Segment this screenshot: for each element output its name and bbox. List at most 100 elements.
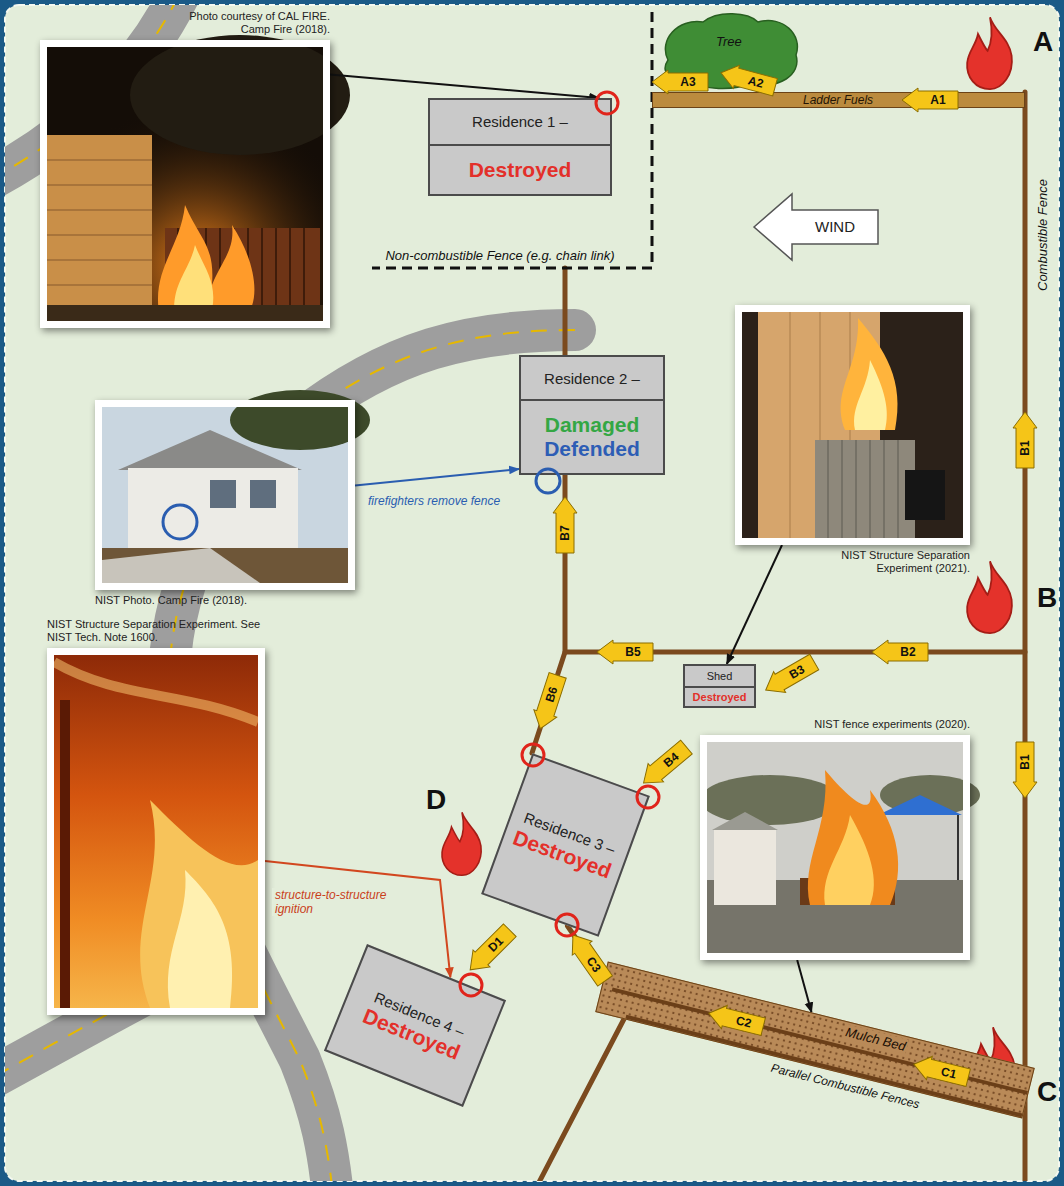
fire-origin-letter: D: [426, 784, 446, 816]
flame-icon: [442, 812, 481, 875]
roof: [118, 430, 302, 470]
spread-arrow: B5: [596, 639, 654, 665]
callout-number: B5: [613, 643, 653, 661]
noncombustible-fence: [372, 12, 652, 268]
connector: [330, 75, 599, 98]
ground: [47, 305, 323, 321]
residence-box: Residence 2 –DamagedDefended: [519, 355, 665, 475]
spread-arrow-outline: [872, 640, 928, 664]
instrument: [905, 470, 945, 520]
status-group: DamagedDefended: [521, 401, 663, 473]
wind-label: WIND: [792, 210, 878, 244]
spread-arrow: B1: [1012, 741, 1038, 799]
ground: [102, 548, 348, 583]
spread-arrow: B7: [552, 496, 578, 554]
connector: [355, 469, 519, 486]
photo-defended-house: [102, 390, 370, 583]
spread-arrow-outline: [462, 922, 519, 979]
connector: [265, 861, 450, 977]
sky: [707, 742, 963, 953]
flames: [854, 360, 887, 430]
flame-icon: [967, 17, 1012, 89]
roads: [5, 5, 1025, 1181]
spread-arrow: B2: [871, 639, 929, 665]
spread-arrow-outline: [718, 61, 778, 99]
ladder-fuel-band: Ladder Fuels: [652, 92, 1025, 108]
spread-arrow: A1: [901, 87, 959, 113]
status-group: Destroyed: [685, 688, 754, 706]
photo-fence-test: [700, 742, 980, 953]
wind-arrow-outline: [754, 194, 878, 260]
spread-arrow-outline: [597, 640, 653, 664]
photo-frame: NIST fence experiments (2020).: [700, 735, 970, 960]
fire-origin-letter: B: [1037, 582, 1057, 614]
flames: [841, 318, 898, 430]
residence-name: Shed: [685, 666, 754, 688]
fire: [54, 655, 258, 1008]
shed: [815, 440, 915, 538]
status-text: Destroyed: [463, 158, 578, 182]
door-frame: [60, 700, 70, 1008]
spread-arrow-outline: [760, 652, 820, 701]
residence-box: Residence 1 – Destroyed: [428, 98, 612, 196]
shed-box: ShedDestroyed: [683, 664, 756, 708]
flame-streak: [54, 662, 258, 722]
house: [128, 468, 298, 548]
photo-caption: NIST fence experiments (2020).: [700, 718, 970, 731]
photo-fire-fence: [47, 35, 350, 321]
photo-frame: NIST Structure Separation Experiment (20…: [735, 305, 970, 545]
connector: [797, 960, 811, 1012]
callout-number: B1: [1016, 428, 1034, 468]
callout-number: B7: [556, 513, 574, 553]
highlight-circle: [163, 505, 197, 539]
photo-caption: NIST Structure Separation Experiment (20…: [810, 549, 970, 575]
residence-name: Residence 1 –: [430, 100, 610, 146]
photo-ground: [742, 312, 963, 538]
tree-label: Tree: [716, 34, 742, 49]
fence-line: [535, 1019, 624, 1181]
status-text: Destroyed: [687, 691, 753, 704]
spread-arrow-shape: [552, 496, 578, 554]
flames: [158, 205, 254, 318]
callout-number: C2: [722, 1008, 765, 1035]
map-note: Combustible Fence: [1036, 179, 1051, 291]
flames: [168, 870, 232, 1008]
status-text: Damaged: [539, 413, 646, 437]
connector-label: structure-to-structure ignition: [272, 888, 428, 916]
tree-silhouette: [130, 35, 350, 155]
shed-roof: [712, 812, 778, 830]
spread-arrow-outline: [652, 70, 708, 94]
callout-number: B1: [1016, 742, 1034, 782]
spread-arrow-outline: [529, 672, 569, 733]
spread-arrow-outline: [706, 1002, 766, 1039]
photo-frame: NIST Structure Separation Experiment. Se…: [47, 648, 265, 1015]
spread-arrow-shape: [651, 69, 709, 95]
spread-arrow-outline: [902, 88, 958, 112]
callout-number: A3: [668, 73, 708, 91]
spread-arrow-outline: [563, 928, 615, 988]
spread-arrow-shape: [871, 639, 929, 665]
spread-arrow-shape: [596, 639, 654, 665]
photo-caption: NIST Photo. Camp Fire (2018).: [95, 594, 335, 607]
window: [210, 480, 236, 508]
tent: [878, 795, 962, 815]
fire-origin-letter: C: [1037, 1076, 1057, 1108]
status-text: Defended: [538, 437, 646, 461]
connector: [727, 545, 782, 664]
fence-line: [1023, 92, 1028, 1181]
fence-line: [563, 268, 568, 355]
fire-origins: [442, 17, 1015, 1099]
callout-number: A1: [918, 91, 958, 109]
spread-arrow-outline: [636, 738, 694, 792]
photo-structure-fire: [54, 655, 258, 1008]
flame-icon: [967, 561, 1012, 633]
photo-caption: Photo courtesy of CAL FIRE. Camp Fire (2…: [170, 10, 330, 36]
callout-number: C1: [927, 1059, 970, 1086]
map-note: Non-combustible Fence (e.g. chain link): [385, 249, 614, 264]
fence-line: [626, 1017, 1022, 1116]
photo-caption: NIST Structure Separation Experiment. Se…: [47, 618, 262, 644]
spread-arrow-outline: [1013, 412, 1037, 468]
spread-arrow-outline: [553, 497, 577, 553]
photo-frame: NIST Photo. Camp Fire (2018).: [95, 400, 355, 590]
